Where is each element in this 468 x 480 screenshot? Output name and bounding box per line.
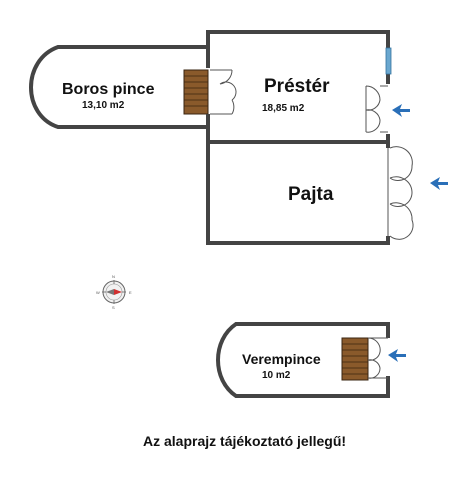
- room-area-boros-pince: 13,10 m2: [82, 100, 125, 111]
- room-verempince: Verempince 10 m2: [216, 322, 390, 398]
- entry-arrow-verempince: [388, 349, 406, 362]
- room-name-verempince: Verempince: [242, 351, 321, 367]
- verempince-door: [367, 337, 388, 379]
- pajta-door: [387, 146, 414, 240]
- door-boros-prester: [210, 69, 237, 115]
- room-name-prester: Préstér: [264, 76, 330, 97]
- entry-arrow-prester: [392, 104, 410, 117]
- entry-arrow-pajta: [430, 177, 448, 190]
- building-main: Préstér 18,85 m2 Pajta: [206, 30, 414, 245]
- prester-window: [385, 47, 392, 75]
- verempince-stair: [341, 337, 369, 381]
- boros-pince-walls: [29, 45, 208, 129]
- room-name-boros-pince: Boros pince: [62, 81, 155, 98]
- room-area-prester: 18,85 m2: [262, 103, 305, 114]
- compass-letter-e: E: [129, 290, 132, 295]
- boros-pince-stair: [183, 69, 209, 115]
- compass-letter-w: W: [96, 290, 100, 295]
- compass-icon: N S W E: [96, 274, 132, 310]
- disclaimer-note: Az alaprajz tájékoztató jellegű!: [143, 433, 346, 449]
- compass-letter-s: S: [112, 305, 115, 310]
- room-boros-pince: Boros pince 13,10 m2: [29, 45, 209, 129]
- room-area-verempince: 10 m2: [262, 370, 291, 381]
- prester-door: [365, 85, 388, 133]
- room-name-pajta: Pajta: [288, 184, 334, 205]
- pajta-walls: [206, 142, 390, 245]
- compass-letter-n: N: [112, 274, 115, 279]
